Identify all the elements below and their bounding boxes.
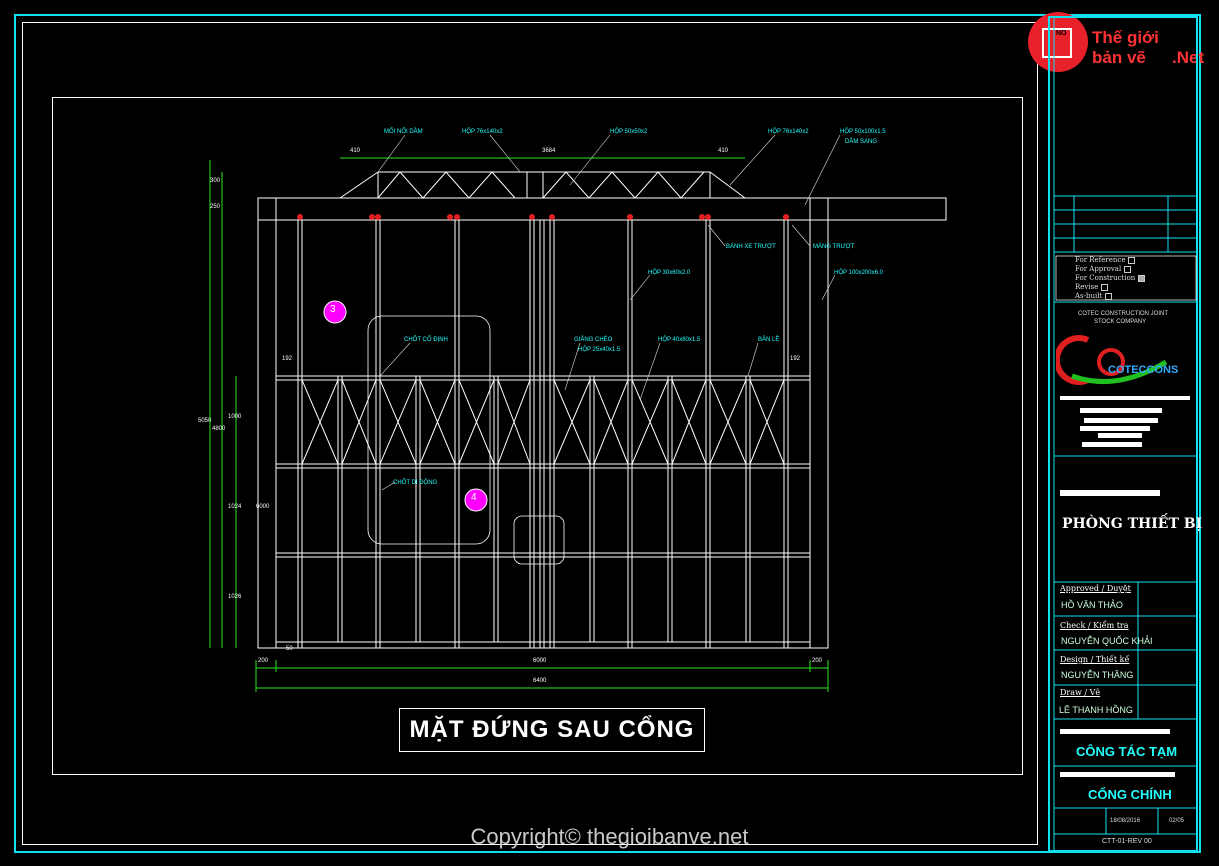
company-logo-icon xyxy=(1056,335,1168,385)
redacted-bar xyxy=(1060,396,1190,400)
dim-left-50: 50 xyxy=(286,646,293,652)
callout-fixed-pin: CHỐT CỐ ĐỊNH xyxy=(404,337,448,343)
dim-left-300: 300 xyxy=(210,178,221,184)
dim-left-1024: 1024 xyxy=(228,504,242,510)
check-label: Check / Kiểm tra xyxy=(1060,621,1129,630)
callout-box-50x50: HỘP 50x50x2 xyxy=(610,129,648,135)
redacted-bar xyxy=(1060,772,1175,777)
drawing-title: MẶT ĐỨNG SAU CỔNG xyxy=(399,708,705,752)
design-name: NGUYỄN THĂNG xyxy=(1061,670,1134,680)
cross-bracing xyxy=(301,379,785,465)
dim-left-4800: 4800 xyxy=(212,426,226,432)
company-name-line2: STOCK COMPANY xyxy=(1094,319,1147,325)
revision-status-list: For Reference For Approval For Construct… xyxy=(1075,256,1146,301)
rev-as-built[interactable]: As-built xyxy=(1075,292,1145,301)
truss-diagonals xyxy=(377,171,705,199)
redacted-bar xyxy=(1084,418,1158,423)
redacted-bar xyxy=(1080,408,1162,413)
checkbox-icon[interactable] xyxy=(1105,292,1113,300)
drawing-viewport xyxy=(52,97,1023,775)
house-icon xyxy=(1042,28,1072,58)
copyright-watermark: Copyright© thegioibanve.net xyxy=(470,824,749,849)
redacted-bar xyxy=(1060,490,1160,496)
dim-top-right: 410 xyxy=(718,148,729,154)
drawing-border-outer xyxy=(14,14,1201,853)
callout-sliding-wheel: BÁNH XE TRƯỢT xyxy=(726,244,776,250)
rev-for-reference[interactable]: For Reference xyxy=(1075,256,1145,265)
callout-movable-pin: CHỐT DI ĐỘNG xyxy=(393,480,438,486)
rev-for-construction[interactable]: For Construction xyxy=(1075,274,1146,283)
callout-box-100x200: HỘP 100x200x6.0 xyxy=(834,270,883,276)
checkbox-icon[interactable] xyxy=(1124,265,1132,273)
callout-box-40x80: HỘP 40x80x1.5 xyxy=(658,337,701,343)
project-name: PHÒNG THIẾT BỊ xyxy=(1062,516,1203,532)
marker-3-label: 3 xyxy=(330,304,336,315)
detail-3-outline xyxy=(367,315,491,545)
approved-label: Approved / Duyệt xyxy=(1060,584,1131,593)
sliding-wheels xyxy=(297,214,789,220)
callout-hinge: BẢN LỀ xyxy=(758,337,780,343)
work-title: CÔNG TÁC TẠM xyxy=(1076,744,1178,759)
redacted-bar xyxy=(1080,426,1150,431)
site-logo-icon: NO xyxy=(1028,12,1088,72)
drawing-border-inner xyxy=(22,22,1038,845)
dim-side-6000: 6000 xyxy=(256,504,270,510)
dim-left-1000: 1000 xyxy=(228,414,242,420)
gate-panels xyxy=(275,375,811,643)
detail-markers xyxy=(323,300,488,512)
callout-box-50x100: HỘP 50x100x1.5 xyxy=(840,129,886,135)
callout-box-76x140-a: HỘP 76x140x2 xyxy=(462,129,503,135)
dimension-lines xyxy=(209,157,829,692)
gate-elevation-drawing xyxy=(209,134,947,692)
redacted-bar xyxy=(1082,442,1142,447)
draw-label: Draw / Vẽ xyxy=(1060,688,1101,697)
dim-bottom-6000: 6000 xyxy=(533,658,547,664)
logo-text-line1: Thế giới xyxy=(1092,28,1159,47)
callout-beam-joint: MỐI NỐI DẦM xyxy=(384,129,423,135)
sheet-title: CỔNG CHÍNH xyxy=(1088,787,1172,802)
dim-left-1026: 1026 xyxy=(228,594,242,600)
company-logo-text: COTECCONS xyxy=(1108,364,1179,376)
drawing-code: CTT-01-REV 00 xyxy=(1102,838,1152,845)
rev-for-approval[interactable]: For Approval xyxy=(1075,265,1145,274)
title-block-grid xyxy=(1053,16,1198,852)
marker-4-label: 4 xyxy=(471,492,477,503)
logo-text-line2: bản vẽ xyxy=(1092,48,1146,67)
callout-box-30x60: HỘP 30x60x2.0 xyxy=(648,270,691,276)
checkbox-icon[interactable] xyxy=(1128,256,1136,264)
dim-side-192-right: 192 xyxy=(790,356,801,362)
dim-side-192-left: 192 xyxy=(282,356,293,362)
page-number: 02/05 xyxy=(1169,818,1185,824)
redacted-bar xyxy=(1060,729,1170,734)
dim-left-250: 250 xyxy=(210,204,221,210)
company-name-line1: COTEC CONSTRUCTION JOINT xyxy=(1078,311,1168,317)
dim-bottom-6400: 6400 xyxy=(533,678,547,684)
dim-bottom-200-left: 200 xyxy=(258,658,269,664)
leader-lines xyxy=(377,134,841,491)
checked-checkbox-icon[interactable] xyxy=(1138,274,1146,282)
dim-top-left: 410 xyxy=(350,148,361,154)
callout-cross-brace: GIẰNG CHÉO xyxy=(574,337,613,343)
date-value: 18/08/2016 xyxy=(1110,818,1141,824)
logo-badge: NO xyxy=(1056,30,1067,37)
rev-revise[interactable]: Revise xyxy=(1075,283,1145,292)
approved-name: HỒ VĂN THẢO xyxy=(1061,600,1123,610)
callout-slide-rail: MÁNG TRƯỢT xyxy=(813,244,855,250)
dim-bottom-200-right: 200 xyxy=(812,658,823,664)
title-block xyxy=(1048,16,1198,852)
design-label: Design / Thiết kế xyxy=(1060,655,1130,664)
callout-cross-beam: DẦM SANG xyxy=(845,139,878,145)
panel-posts xyxy=(297,220,789,648)
dim-top-center: 3684 xyxy=(542,148,556,154)
draw-name: LÊ THANH HỒNG xyxy=(1059,705,1133,715)
check-name: NGUYỄN QUỐC KHẢI xyxy=(1061,636,1153,646)
detail-4-outline xyxy=(513,515,565,565)
callout-box-76x140-b: HỘP 76x140x2 xyxy=(768,129,809,135)
callout-box-25x40: HỘP 25x40x1.5 xyxy=(578,347,621,353)
redacted-bar xyxy=(1098,433,1142,438)
dim-left-5050: 5050 xyxy=(198,418,212,424)
checkbox-icon[interactable] xyxy=(1101,283,1109,291)
